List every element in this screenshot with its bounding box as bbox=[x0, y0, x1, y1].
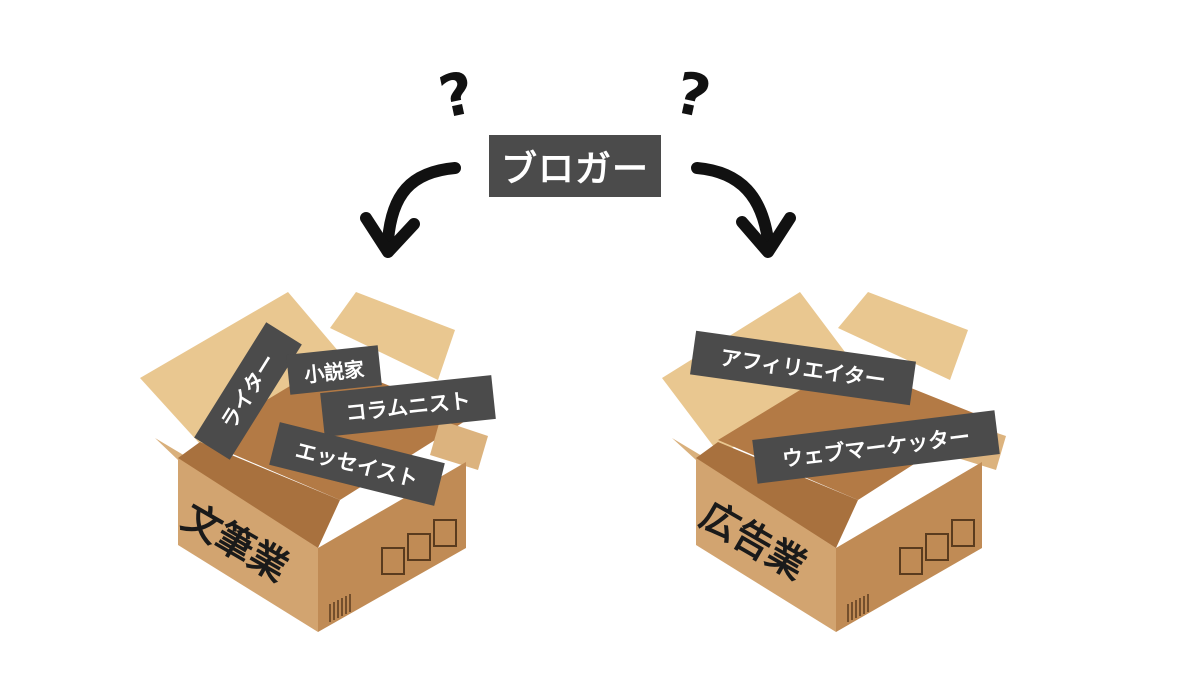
blogger-title: ブロガー bbox=[489, 135, 661, 197]
left-curved-arrow bbox=[360, 162, 461, 258]
right-curved-arrow bbox=[691, 162, 796, 258]
